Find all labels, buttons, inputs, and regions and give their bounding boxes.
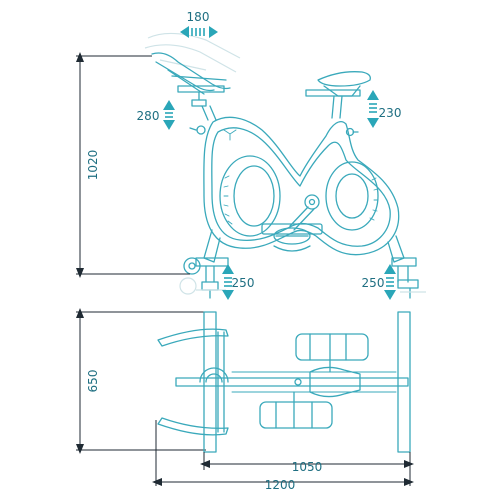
depth-dimension: 650 — [76, 308, 206, 454]
inner-width-label: 1050 — [292, 460, 323, 474]
rear-foot-label: 250 — [362, 276, 385, 290]
front-foot-label: 250 — [232, 276, 255, 290]
handlebar-top — [157, 328, 229, 436]
inner-width-dimension: 1050 — [200, 452, 414, 486]
front-leg — [179, 229, 229, 299]
handlebar-vertical-label: 280 — [137, 109, 160, 123]
handlebar-horizontal-label: 180 — [187, 10, 210, 24]
handlebar — [151, 52, 231, 95]
side-view: 1020 180 280 230 — [76, 10, 426, 300]
rear-foot-adjust: 250 — [362, 264, 396, 300]
main-frame — [203, 116, 400, 256]
seat — [305, 71, 371, 137]
top-view: 650 — [76, 308, 414, 492]
handlebar-post — [189, 91, 217, 135]
front-base-bar — [203, 311, 217, 453]
height-dimension-label: 1020 — [86, 150, 100, 181]
rear-leg — [387, 235, 426, 299]
frame-logo — [223, 129, 237, 141]
flywheel-cover — [219, 155, 281, 237]
seat-vertical-adjust: 230 — [367, 90, 401, 128]
total-width-dimension: 1200 — [152, 420, 414, 492]
total-width-label: 1200 — [265, 478, 296, 492]
front-foot-adjust: 250 — [222, 264, 254, 300]
depth-dimension-label: 650 — [86, 370, 100, 393]
height-dimension: 1020 — [76, 52, 190, 278]
pedal-bottom — [259, 391, 333, 429]
handlebar-horizontal-adjust: 180 — [180, 10, 218, 38]
rear-base-bar — [397, 311, 411, 453]
center-beam — [175, 366, 409, 398]
handlebar-vertical-adjust: 280 — [137, 100, 175, 130]
pedal-top — [295, 333, 369, 373]
resistance-cover — [325, 161, 379, 231]
seat-vertical-label: 230 — [379, 106, 402, 120]
crank-assembly — [261, 194, 323, 252]
